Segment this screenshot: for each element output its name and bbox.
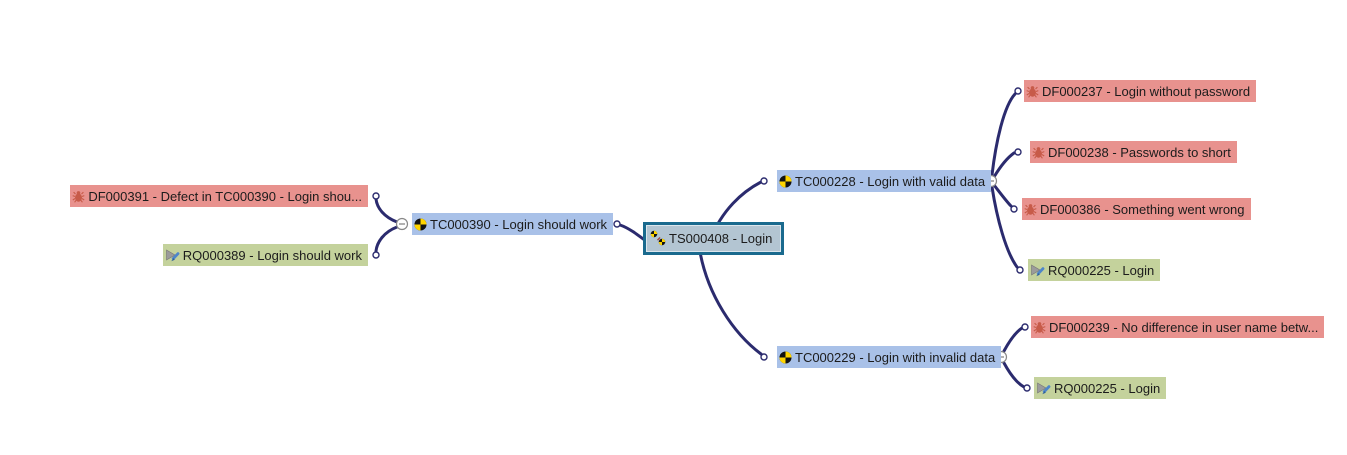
node-label: RQ000225 - Login xyxy=(1048,262,1155,278)
connector-curve xyxy=(990,185,1019,269)
node-label: TC000228 - Login with valid data xyxy=(795,173,986,189)
requirement-icon xyxy=(1036,381,1051,395)
connector-dot xyxy=(1023,384,1031,392)
collapse-toggle-tc390[interactable] xyxy=(395,217,409,231)
node-RQ000389[interactable]: RQ000389 - Login should work xyxy=(162,244,368,266)
node-TS000408-selected[interactable]: TS000408 - Login xyxy=(643,222,785,255)
node-label: RQ000389 - Login should work xyxy=(182,247,362,263)
node-DF000238[interactable]: DF000238 - Passwords to short xyxy=(1030,141,1237,163)
test-suite-icon xyxy=(650,230,667,247)
test-case-icon xyxy=(414,217,427,231)
node-label: DF000239 - No difference in user name be… xyxy=(1049,319,1319,335)
defect-bug-icon xyxy=(1032,146,1045,159)
node-DF000237[interactable]: DF000237 - Login without password xyxy=(1024,80,1257,102)
connector-dot xyxy=(372,251,380,259)
test-case-icon xyxy=(779,174,792,188)
requirement-icon xyxy=(1030,263,1045,277)
node-label: DF000386 - Something went wrong xyxy=(1040,201,1245,217)
requirement-icon xyxy=(165,248,180,262)
node-DF000239[interactable]: DF000239 - No difference in user name be… xyxy=(1031,316,1325,338)
node-label: DF000391 - Defect in TC000390 - Login sh… xyxy=(88,188,362,204)
test-case-icon xyxy=(779,350,792,364)
node-label: TC000390 - Login should work xyxy=(430,216,608,232)
node-TC000390[interactable]: TC000390 - Login should work xyxy=(412,213,614,235)
defect-bug-icon xyxy=(1024,203,1037,216)
connector-dot xyxy=(1014,87,1022,95)
connector-dot xyxy=(613,220,621,228)
connector-dot xyxy=(760,177,768,185)
connector-dot xyxy=(1021,323,1029,331)
connector-curve xyxy=(992,183,1013,208)
connector-curve xyxy=(990,92,1017,177)
node-label: RQ000225 - Login xyxy=(1054,380,1161,396)
connector-curve xyxy=(1002,361,1026,389)
node-TC000229[interactable]: TC000229 - Login with invalid data xyxy=(777,346,1002,368)
connector-curve xyxy=(374,225,399,253)
connector-dot xyxy=(760,353,768,361)
node-TC000228[interactable]: TC000228 - Login with valid data xyxy=(777,170,992,192)
node-DF000391[interactable]: DF000391 - Defect in TC000390 - Login sh… xyxy=(70,185,368,207)
node-label: DF000237 - Login without password xyxy=(1042,83,1251,99)
node-RQ000225-invalid[interactable]: RQ000225 - Login xyxy=(1034,377,1167,399)
connector-curve xyxy=(992,151,1016,179)
defect-bug-icon xyxy=(1033,321,1046,334)
connector-dot xyxy=(372,192,380,200)
defect-bug-icon xyxy=(1026,85,1039,98)
defect-bug-icon xyxy=(72,190,85,203)
connector-dot xyxy=(1010,205,1018,213)
node-label: TC000229 - Login with invalid data xyxy=(795,349,996,365)
node-DF000386[interactable]: DF000386 - Something went wrong xyxy=(1022,198,1251,220)
connector-curve xyxy=(374,197,399,224)
connector-curve xyxy=(1002,326,1024,353)
connector-dot xyxy=(1016,266,1024,274)
connector-curve xyxy=(698,250,763,356)
connector-dot xyxy=(1014,148,1022,156)
node-label: DF000238 - Passwords to short xyxy=(1048,144,1231,160)
node-label: TS000408 - Login xyxy=(669,231,773,246)
node-RQ000225-valid[interactable]: RQ000225 - Login xyxy=(1028,259,1161,281)
